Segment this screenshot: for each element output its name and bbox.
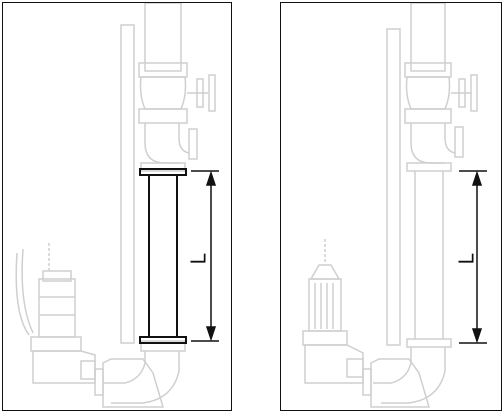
installation-diagram-left: L <box>2 2 232 411</box>
dimension-label: L <box>186 253 211 265</box>
dimension-label: L <box>454 253 479 265</box>
pump-motor <box>308 278 342 332</box>
handwheel <box>208 74 216 112</box>
valve-flange-top <box>138 62 188 78</box>
arrow-up-icon <box>471 170 483 186</box>
installation-diagram-right: L <box>280 2 502 411</box>
pump-pipe-drawing-left <box>15 3 219 408</box>
side-flange <box>454 126 464 158</box>
valve-flange-bottom <box>404 108 452 124</box>
guide-rail <box>120 24 135 344</box>
valve-body <box>405 76 451 110</box>
discharge-pipe-top <box>410 3 446 72</box>
arrow-down-icon <box>205 326 217 342</box>
spacer-flange-bottom <box>139 336 187 344</box>
pump-volute <box>32 350 96 384</box>
handwheel <box>470 74 478 112</box>
pump-lifting-hood <box>309 264 341 280</box>
arrow-up-icon <box>205 170 217 186</box>
discharge-pipe-top <box>144 3 182 72</box>
valve-body <box>139 76 187 110</box>
pump-pipe-drawing-right <box>302 3 487 408</box>
pump-motor <box>38 278 76 338</box>
guide-rail <box>386 28 401 346</box>
valve-flange-top <box>404 62 452 78</box>
side-flange <box>188 128 198 160</box>
spacer-flange-top <box>139 168 187 176</box>
valve-flange-bottom <box>138 108 188 124</box>
arrow-down-icon <box>471 328 483 344</box>
